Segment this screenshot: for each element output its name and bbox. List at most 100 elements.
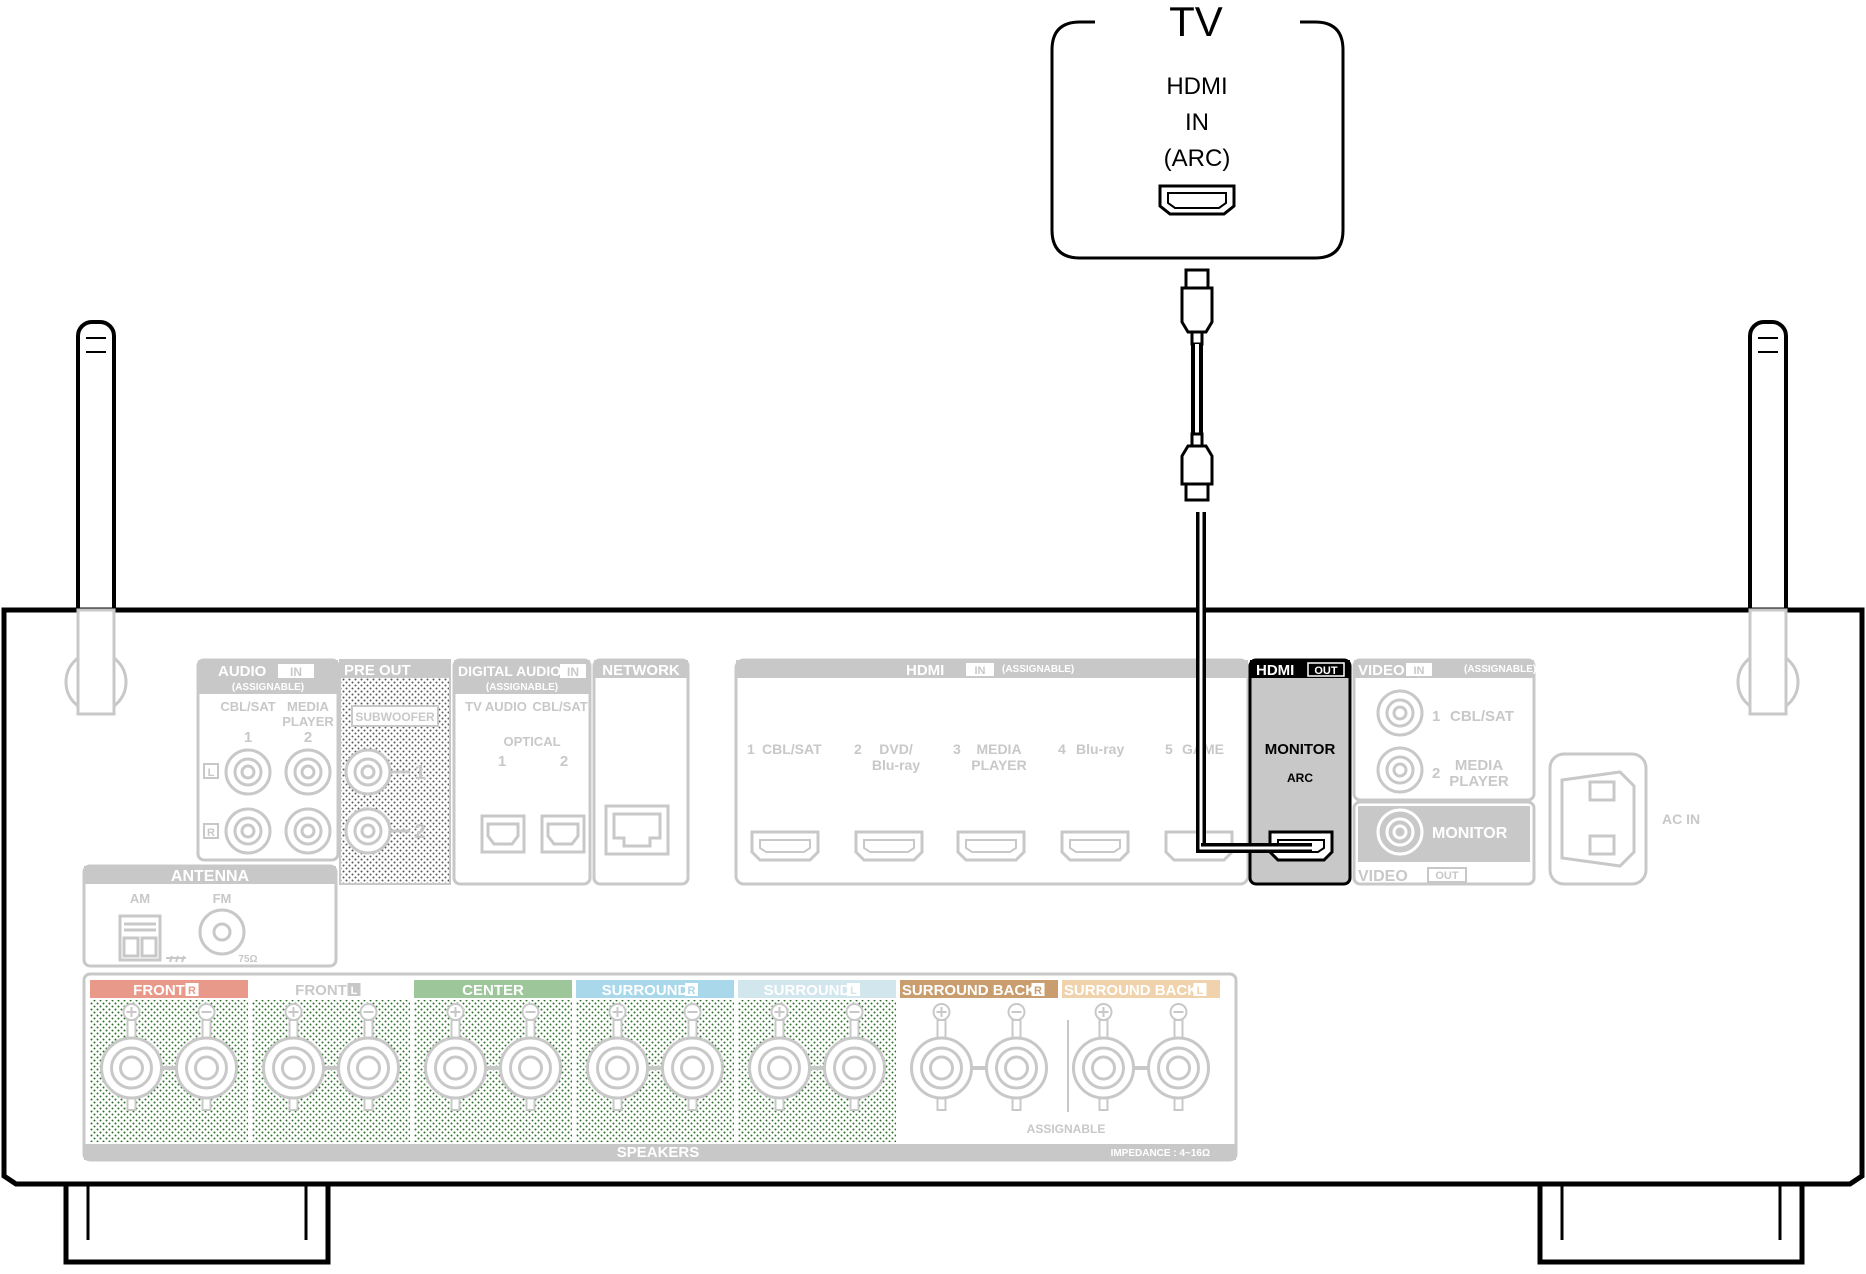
hdmi-in-port-1-label: CBL/SAT [762, 741, 822, 757]
network-section: NETWORK [592, 658, 690, 886]
audio-in-col2b: PLAYER [282, 714, 334, 729]
antenna-title: ANTENNA [171, 868, 250, 885]
hdmi-in-port-2: 2 DVD/ Blu-ray [854, 741, 924, 862]
pre-out-title: PRE OUT [344, 662, 411, 679]
ac-in-label: AC IN [1662, 811, 1700, 827]
audio-in-l: L [208, 767, 215, 779]
hdmi-in-port-2-num: 2 [854, 741, 862, 757]
speaker-group-label: SURROUND BACK [902, 982, 1036, 999]
tv-hdmi-port-icon [1158, 184, 1236, 216]
ground-icon [166, 955, 186, 963]
hdmi-in-port-2-label2: Blu-ray [872, 757, 920, 773]
video-in-p2-line1: MEDIA [1455, 757, 1504, 774]
hdmi-in-badge: IN [975, 665, 986, 677]
antenna-left-base [64, 608, 128, 716]
hdmi-in-port-4-num: 4 [1058, 741, 1066, 757]
speaker-group-side: R [188, 985, 196, 997]
digital-audio-in-n1: 1 [498, 753, 506, 770]
speakers-title: SPEAKERS [617, 1144, 700, 1161]
speaker-group-side: R [688, 985, 696, 997]
hdmi-in-port-3-num: 3 [953, 741, 961, 757]
audio-in-n1: 1 [244, 729, 252, 746]
audio-in-badge: IN [290, 665, 302, 679]
digital-audio-in-title: DIGITAL AUDIO [458, 663, 561, 679]
video-in-badge: IN [1414, 665, 1425, 677]
pre-out-sub: SUBWOOFER [355, 710, 435, 724]
speaker-group-label: SURROUND [764, 982, 851, 999]
digital-audio-in-col2: CBL/SAT [532, 699, 587, 714]
video-in-title: VIDEO [1358, 662, 1405, 679]
ethernet-port-icon [604, 804, 670, 856]
hdmi-in-port-1-num: 1 [747, 741, 755, 757]
speakers-assignable: ASSIGNABLE [1027, 1122, 1106, 1136]
hdmi-in-port-2-label1: DVD/ [879, 741, 913, 757]
digital-audio-in-optical: OPTICAL [503, 734, 560, 749]
antenna-fm: FM [213, 891, 232, 906]
hdmi-out-monitor: MONITOR [1265, 741, 1336, 758]
speaker-group-label: SURROUND [602, 982, 689, 999]
ac-in-section: AC IN [1548, 752, 1700, 886]
pre-out-section: PRE OUT SUBWOOFER 1 2 [339, 659, 451, 885]
hdmi-out-arc: ARC [1287, 771, 1313, 785]
antenna-right-base [1736, 608, 1800, 716]
digital-audio-in-n2: 2 [560, 753, 568, 770]
hdmi-in-section: HDMI IN (ASSIGNABLE) 1 CBL/SAT 2 DVD/ Bl… [734, 658, 1250, 886]
video-out-badge: OUT [1435, 870, 1459, 882]
network-title: NETWORK [602, 662, 680, 679]
tv-port-label-line2: IN [1185, 109, 1209, 136]
audio-in-n2: 2 [304, 729, 312, 746]
tv-port-label-line3: (ARC) [1164, 145, 1231, 172]
tv-title: TV [1169, 0, 1223, 45]
speaker-group-side: L [850, 985, 857, 997]
hdmi-in-port-5-num: 5 [1165, 741, 1173, 757]
video-in-p1-num: 1 [1432, 708, 1440, 725]
hdmi-in-port-3: 3 MEDIA PLAYER [953, 741, 1027, 862]
hdmi-out-badge: OUT [1314, 665, 1338, 677]
hdmi-in-port-1: 1 CBL/SAT [747, 741, 822, 862]
audio-in-r: R [207, 827, 215, 839]
pre-out-n1: 1 [414, 762, 425, 784]
audio-in-section: AUDIO IN (ASSIGNABLE) CBL/SAT MEDIA PLAY… [196, 658, 340, 862]
video-in-sub: (ASSIGNABLE) [1464, 664, 1536, 675]
video-in-p2-num: 2 [1432, 765, 1440, 782]
video-in-p2-line2: PLAYER [1449, 773, 1509, 790]
speakers-impedance: IMPEDANCE : 4~16Ω [1111, 1148, 1210, 1159]
speaker-group-side: L [351, 985, 358, 997]
video-out-title: VIDEO [1358, 868, 1408, 885]
hdmi-in-title: HDMI [906, 662, 944, 679]
video-in-section: VIDEO IN (ASSIGNABLE) 1 CBL/SAT 2 MEDIA … [1352, 658, 1536, 802]
audio-in-col2a: MEDIA [287, 699, 330, 714]
hdmi-in-port-4-label: Blu-ray [1076, 741, 1124, 757]
antenna-ohm: 75Ω [238, 954, 257, 965]
hdmi-in-sub: (ASSIGNABLE) [1002, 664, 1074, 675]
antenna-section: ANTENNA AM FM 75Ω [82, 864, 338, 968]
video-out-monitor: MONITOR [1432, 825, 1508, 842]
digital-audio-in-section: DIGITAL AUDIO IN (ASSIGNABLE) TV AUDIO C… [452, 658, 592, 886]
speaker-group-side: L [1197, 985, 1204, 997]
audio-in-sub: (ASSIGNABLE) [232, 682, 304, 693]
speaker-group-2: FRONT L [251, 979, 411, 1142]
hdmi-in-port-3-label1: MEDIA [976, 741, 1021, 757]
am-terminal-icon [118, 914, 162, 962]
digital-audio-in-badge: IN [567, 665, 579, 679]
hdmi-plug-middle-icon [1180, 432, 1214, 502]
audio-in-title: AUDIO [218, 663, 267, 680]
speaker-group-side: R [1034, 985, 1042, 997]
digital-audio-in-col1: TV AUDIO [465, 699, 527, 714]
audio-in-col1: CBL/SAT [220, 699, 275, 714]
video-in-p1-label: CBL/SAT [1450, 708, 1514, 725]
speaker-group-label: SURROUND BACK [1064, 982, 1198, 999]
speaker-group-label: FRONT [295, 982, 347, 999]
digital-audio-in-sub: (ASSIGNABLE) [486, 682, 558, 693]
hdmi-plug-top-icon [1180, 268, 1214, 346]
hdmi-out-title: HDMI [1256, 662, 1294, 679]
fm-terminal-icon [198, 908, 246, 956]
speaker-group-label: CENTER [462, 982, 524, 999]
